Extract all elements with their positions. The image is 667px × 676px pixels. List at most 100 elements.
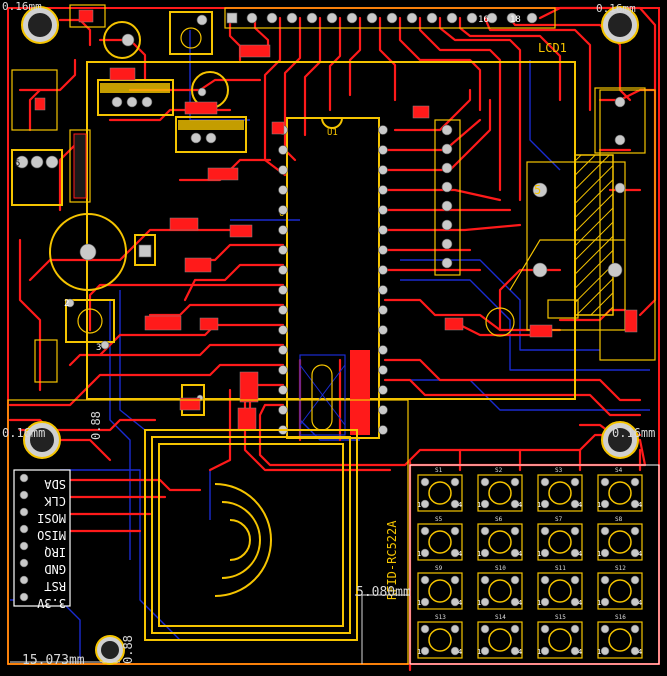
- mcu-pin: [378, 145, 388, 155]
- keypad-button-label: S4: [615, 467, 623, 474]
- mcu-pin: [378, 385, 388, 395]
- keypad-button-pad: [450, 477, 460, 487]
- mcu-pin: [278, 285, 288, 295]
- keypad-button-pad: [450, 624, 460, 634]
- keypad-button-pad: [600, 597, 610, 607]
- mounting-holes: [21, 6, 639, 665]
- dim-bottom-mid: 5.080mm: [356, 585, 411, 600]
- keypad-button-pad: [600, 575, 610, 585]
- keypad-button-pad: [540, 646, 550, 656]
- keypad-button-pad: [570, 499, 580, 509]
- keypad-pin-label: 1: [537, 550, 541, 558]
- mcu-pin: [378, 405, 388, 415]
- keypad-button-pad: [480, 548, 490, 558]
- button-pin-2-label: 2: [64, 299, 69, 309]
- mcu-pin: [378, 225, 388, 235]
- keypad-pin-label: 1: [537, 501, 541, 509]
- keypad-button-pad: [420, 526, 430, 536]
- top-header-pin: [286, 12, 298, 24]
- keypad-button-pad: [510, 646, 520, 656]
- keypad-button-pad: [510, 624, 520, 634]
- keypad-button-pad: [450, 575, 460, 585]
- top-header-pin: [426, 12, 438, 24]
- keypad-button-label: S1: [435, 467, 443, 474]
- keypad-button-pad: [450, 597, 460, 607]
- left-components: 5 2 3: [11, 4, 271, 416]
- keypad-button-label: S2: [495, 467, 503, 474]
- lcd-header-pin: [441, 162, 453, 174]
- keypad-button-pad: [450, 499, 460, 509]
- rfid-label: RFID-RC522A: [385, 520, 399, 600]
- keypad-pin-label: 1: [537, 599, 541, 607]
- keypad-pin-label: 1: [417, 550, 421, 558]
- keypad-button-pad: [540, 575, 550, 585]
- keypad-pin-label: 1: [477, 550, 481, 558]
- top-header-pin: [366, 12, 378, 24]
- keypad-button-pad: [420, 499, 430, 509]
- rfid-pin-label: MISO: [37, 528, 66, 542]
- crystal-oscillator: [299, 350, 370, 436]
- keypad-button-pad: [540, 624, 550, 634]
- keypad-button-pad: [480, 597, 490, 607]
- keypad-button-pad: [630, 477, 640, 487]
- lcd-header-pin: [441, 181, 453, 193]
- keypad-pin-label: 1: [477, 599, 481, 607]
- keypad-button-pad: [510, 548, 520, 558]
- keypad-button-pad: [420, 646, 430, 656]
- mcu-pin: [278, 245, 288, 255]
- keypad-button-label: S5: [435, 516, 443, 523]
- keypad-pin-label: 1: [417, 599, 421, 607]
- keypad-pin-label: 4: [518, 648, 522, 656]
- lcd-label: LCD1: [538, 41, 567, 55]
- keypad-pin-label: 4: [458, 501, 462, 509]
- keypad-button-pad: [540, 597, 550, 607]
- mcu-pin: [278, 225, 288, 235]
- keypad-button-pad: [480, 477, 490, 487]
- dim-left-mid: 0.16mm: [2, 426, 45, 440]
- keypad-button-label: S14: [495, 614, 506, 621]
- mcu-pin: [278, 145, 288, 155]
- mcu-pin: [378, 205, 388, 215]
- keypad-button-pad: [570, 646, 580, 656]
- rfid-pin-pad: [19, 541, 29, 551]
- keypad-pin-label: 4: [638, 501, 642, 509]
- keypad-button-pad: [630, 548, 640, 558]
- keypad-button-pad: [600, 646, 610, 656]
- top-header-pin: [246, 12, 258, 24]
- keypad-pin-label: 1: [597, 550, 601, 558]
- mcu-pin: [278, 345, 288, 355]
- keypad-button-pad: [510, 575, 520, 585]
- keypad-button-pad: [480, 624, 490, 634]
- keypad-button-pad: [420, 548, 430, 558]
- rfid-pin-pad: [19, 490, 29, 500]
- mcu-pin: [378, 365, 388, 375]
- keypad-button-pad: [510, 526, 520, 536]
- rfid-pin-pad: [19, 558, 29, 568]
- keypad-button-pad: [480, 499, 490, 509]
- mcu-pin: [278, 265, 288, 275]
- rfid-pin-pad: [19, 575, 29, 585]
- led-indicator: [485, 307, 515, 337]
- top-header-pin: [526, 12, 538, 24]
- rfid-pin-label: SDA: [44, 477, 66, 491]
- keypad-button-pad: [570, 575, 580, 585]
- keypad-pin-label: 1: [597, 599, 601, 607]
- keypad-button-pad: [630, 499, 640, 509]
- keypad-button-pad: [450, 548, 460, 558]
- dim-vertical-left: 0.88: [89, 411, 103, 440]
- keypad-button-pad: [570, 477, 580, 487]
- keypad-button-pad: [630, 646, 640, 656]
- keypad-pin-label: 4: [518, 550, 522, 558]
- dim-bottom-left: 15.073mm: [22, 653, 85, 668]
- mcu-pin: [278, 325, 288, 335]
- keypad-button-pad: [630, 575, 640, 585]
- keypad-button-label: S7: [555, 516, 563, 523]
- top-header-pin: [266, 12, 278, 24]
- mcu-pin: [378, 425, 388, 435]
- dim-top-left: 0.16mm: [2, 0, 42, 13]
